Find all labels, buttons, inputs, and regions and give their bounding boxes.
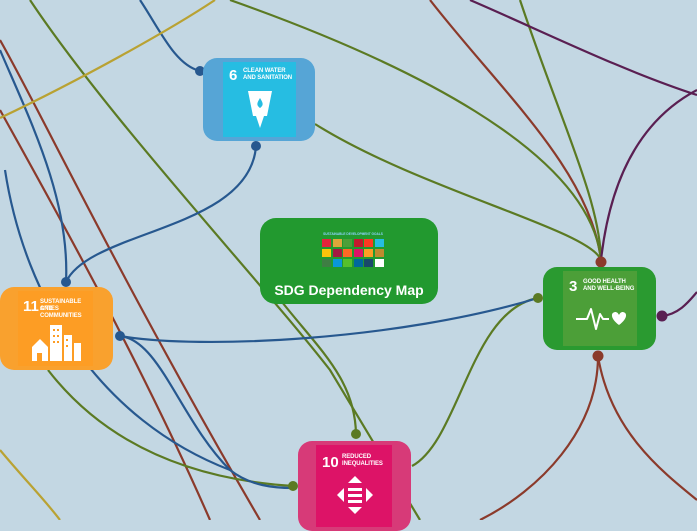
edge-brown bbox=[479, 355, 600, 520]
goal-label-line2: AND SANITATION bbox=[243, 75, 293, 81]
connector-dot[interactable] bbox=[195, 66, 205, 76]
mosaic-tile bbox=[374, 239, 384, 247]
edge-mustard bbox=[0, 0, 216, 119]
mosaic-tile bbox=[343, 239, 352, 247]
node-goal-11[interactable]: 11 SUSTAINABLE CITIES AND COMMUNITIES bbox=[0, 287, 113, 370]
connector-dot[interactable] bbox=[656, 310, 668, 322]
connector-dot[interactable] bbox=[251, 141, 261, 151]
edge-blue bbox=[119, 296, 539, 344]
goal-label-line1: REDUCED bbox=[342, 454, 371, 460]
mosaic-tile bbox=[332, 249, 342, 257]
mosaic-tile bbox=[332, 259, 342, 267]
goal-number: 10 bbox=[322, 454, 339, 471]
edge-purple bbox=[599, 89, 697, 261]
edge-purple bbox=[661, 291, 697, 318]
mosaic-tile bbox=[353, 239, 363, 247]
mosaic-tile bbox=[374, 249, 384, 257]
connector-dot[interactable] bbox=[288, 481, 298, 491]
city-buildings-icon bbox=[32, 325, 81, 361]
goal-label-line1: GOOD HEALTH bbox=[583, 279, 626, 285]
mosaic-tile bbox=[364, 249, 373, 257]
equality-arrows-icon bbox=[337, 476, 373, 514]
mosaic-tile bbox=[332, 239, 342, 247]
goal-number: 3 bbox=[569, 278, 578, 295]
edge-olive bbox=[47, 369, 294, 488]
sdg-mosaic-logo: SUSTAINABLE DEVELOPMENT GOALS bbox=[322, 232, 384, 276]
central-title: SDG Dependency Map bbox=[274, 282, 424, 298]
edge-olive bbox=[229, 0, 603, 261]
mosaic-tile bbox=[364, 239, 373, 247]
mosaic-tile bbox=[322, 239, 331, 247]
edge-olive bbox=[411, 296, 539, 467]
edge-blue bbox=[119, 334, 294, 490]
heartbeat-icon bbox=[576, 308, 627, 330]
goal-label-line2: INEQUALITIES bbox=[342, 461, 383, 467]
edge-brown bbox=[596, 355, 697, 501]
connector-dot[interactable] bbox=[115, 331, 125, 341]
edge-mustard bbox=[0, 449, 61, 520]
goal-label-line2: AND COMMUNITIES bbox=[40, 306, 82, 319]
mosaic-tile bbox=[343, 249, 352, 257]
edge-olive bbox=[281, 301, 358, 435]
goal-label-line1: SUSTAINABLE CITIES bbox=[40, 299, 82, 312]
sdg-tile-3: 3 GOOD HEALTH AND WELL-BEING bbox=[563, 271, 637, 346]
goal-label-line1: CLEAN WATER bbox=[243, 68, 286, 74]
connector-dot[interactable] bbox=[592, 350, 604, 362]
edge-blue bbox=[139, 0, 201, 73]
node-goal-6[interactable]: 6 CLEAN WATER AND SANITATION bbox=[203, 58, 315, 141]
water-glass-icon bbox=[248, 91, 272, 128]
edge-olive bbox=[518, 0, 603, 261]
connector-dot[interactable] bbox=[595, 256, 607, 268]
mosaic-tile bbox=[374, 259, 384, 267]
connector-dot[interactable] bbox=[351, 429, 361, 439]
mosaic-tile bbox=[322, 249, 331, 257]
central-node[interactable]: SUSTAINABLE DEVELOPMENT GOALS SDG Depend… bbox=[260, 218, 438, 304]
mosaic-tile bbox=[343, 259, 352, 267]
mosaic-tile bbox=[322, 259, 331, 267]
goal-number: 6 bbox=[229, 67, 238, 84]
edge-blue bbox=[65, 145, 258, 283]
edge-purple bbox=[469, 0, 697, 97]
edge-brown bbox=[0, 39, 261, 520]
node-goal-10[interactable]: 10 REDUCED INEQUALITIES bbox=[298, 441, 411, 531]
sdg-tile-10: 10 REDUCED INEQUALITIES bbox=[316, 445, 392, 527]
edge-blue bbox=[0, 49, 68, 283]
connector-dot[interactable] bbox=[61, 277, 71, 287]
sdg-tile-11: 11 SUSTAINABLE CITIES AND COMMUNITIES bbox=[18, 291, 93, 366]
mosaic-tile bbox=[364, 259, 373, 267]
mosaic-tile bbox=[353, 259, 363, 267]
connector-dot[interactable] bbox=[533, 293, 543, 303]
edge-olive bbox=[314, 123, 603, 261]
goal-label-line2: AND WELL-BEING bbox=[583, 286, 635, 292]
sdg-tile-6: 6 CLEAN WATER AND SANITATION bbox=[223, 62, 296, 137]
mosaic-caption: SUSTAINABLE DEVELOPMENT GOALS bbox=[323, 232, 383, 236]
node-goal-3[interactable]: 3 GOOD HEALTH AND WELL-BEING bbox=[543, 267, 656, 350]
edge-brown bbox=[429, 0, 603, 261]
mosaic-tile bbox=[353, 249, 363, 257]
goal-number: 11 bbox=[23, 298, 39, 315]
